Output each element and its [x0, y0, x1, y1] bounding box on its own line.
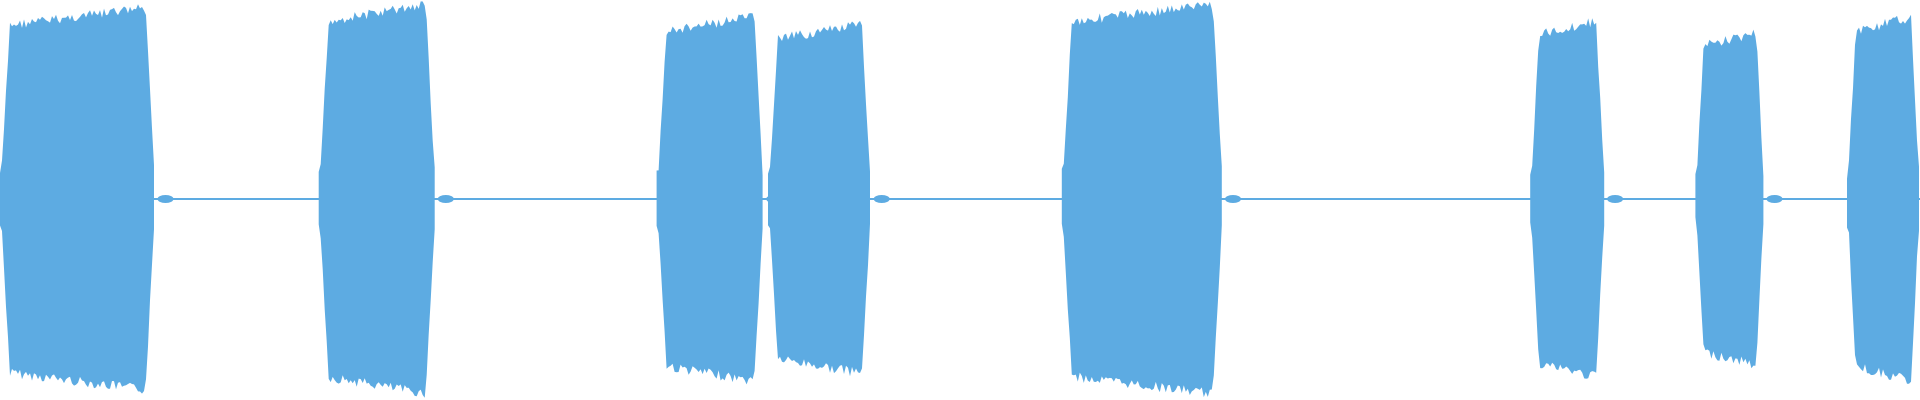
- waveform-decay-5: [1225, 195, 1241, 203]
- waveform-decay-2: [437, 195, 454, 203]
- waveform-decay-4: [873, 195, 890, 203]
- waveform-burst-4: [768, 20, 870, 377]
- waveform-burst-6: [1530, 18, 1605, 379]
- waveform-burst-8: [1847, 14, 1919, 384]
- waveform-decay-7: [1766, 195, 1783, 203]
- waveform-burst-2: [318, 1, 435, 398]
- waveform-burst-5: [1061, 1, 1222, 398]
- waveform-burst-3: [656, 13, 763, 385]
- waveform-decay-1: [157, 195, 174, 203]
- waveform-decay-6: [1607, 195, 1624, 203]
- waveform-burst-7: [1695, 29, 1764, 369]
- waveform-burst-1: [0, 4, 154, 394]
